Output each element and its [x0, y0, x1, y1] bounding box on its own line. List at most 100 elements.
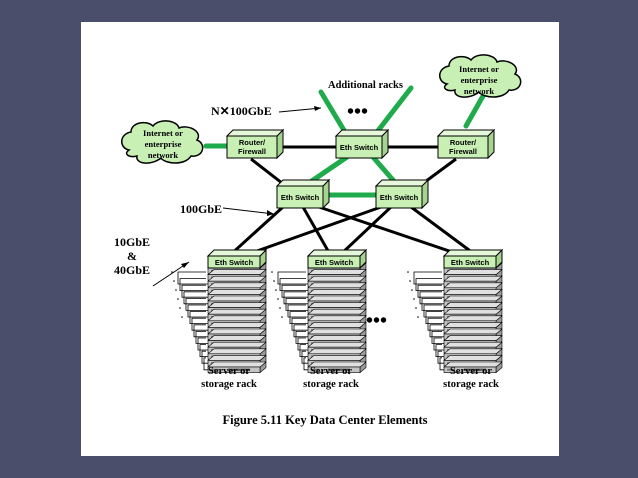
router-left-line1: Router/ [239, 138, 266, 147]
eth-switch-agg-right: Eth Switch [374, 178, 430, 210]
eth-switch-rack-label: Eth Switch [451, 258, 490, 267]
rack-dot [181, 316, 183, 318]
eth-switch-core: Eth Switch [334, 128, 390, 160]
figure-caption: Figure 5.11 Key Data Center Elements [222, 413, 427, 427]
rack-cable [195, 330, 212, 344]
rack2-label-line2: storage rack [303, 379, 359, 390]
rack-cable [177, 271, 212, 285]
rack-cable [183, 291, 212, 305]
internet-left-line1: Internet or [143, 128, 183, 138]
rack-dot [171, 271, 173, 273]
rack-cable [283, 291, 312, 305]
link-agg-left-to-rack3 [318, 205, 465, 258]
rack3-label-line1: Server or [450, 366, 492, 377]
server-rack-1: Eth Switch [171, 248, 268, 374]
router-firewall-right: Router/ Firewall [436, 128, 496, 160]
link-top-switch-up-left [318, 89, 348, 135]
ellipsis-more-racks: ••• [366, 310, 387, 332]
rack-cable [189, 311, 212, 325]
rack-dot [271, 271, 273, 273]
link-agg-left-to-rack1 [227, 205, 285, 258]
rack-cable [185, 297, 212, 311]
rack-dot [175, 289, 177, 291]
arrow-100gbe [222, 207, 275, 215]
rack-dot [275, 289, 277, 291]
rack-cable [197, 337, 212, 351]
rack-cable [277, 271, 312, 285]
rack-cable [417, 284, 448, 298]
rack-cable [179, 278, 212, 292]
router-firewall-left: Router/ Firewall [225, 128, 285, 160]
rack-server [207, 361, 267, 374]
eth-switch-agg-right-label: Eth Switch [380, 193, 419, 202]
internet-cloud-right: Internet or enterprise network [439, 54, 522, 98]
rack2-label-line1: Server or [310, 366, 352, 377]
rack-server [307, 361, 367, 374]
server-rack-2: Eth Switch [271, 248, 368, 374]
eth-switch-rack-label: Eth Switch [215, 258, 254, 267]
router-right-line1: Router/ [450, 138, 477, 147]
rack-cable [415, 278, 448, 292]
rack-dot [409, 280, 411, 282]
rack-cable [187, 304, 212, 318]
rack-dot [413, 298, 415, 300]
rack-cable [297, 337, 312, 351]
rack-cable [201, 350, 212, 364]
link-top-switch-up-right [374, 85, 414, 135]
rack-dot [281, 316, 283, 318]
eth-switch-rack-label: Eth Switch [315, 258, 354, 267]
rack-cable [427, 317, 448, 331]
ellipsis-additional-racks: ••• [347, 101, 368, 123]
rack-cable [193, 324, 212, 338]
internet-left-line3: network [148, 150, 178, 160]
internet-right-line3: network [464, 86, 494, 96]
arrowhead-100gbe [267, 210, 274, 216]
rack-dot [415, 307, 417, 309]
rack-dot [277, 298, 279, 300]
rack-cable [435, 344, 448, 358]
rack-dot [407, 271, 409, 273]
router-left-line2: Firewall [238, 147, 266, 156]
rack-cable [419, 291, 448, 305]
rack-dot [273, 280, 275, 282]
rack-cable [429, 324, 448, 338]
rack-cable [293, 324, 312, 338]
eth-switch-agg-left: Eth Switch [275, 178, 331, 210]
black-links [227, 145, 478, 258]
rack-cable [423, 304, 448, 318]
rack-dot [417, 316, 419, 318]
rack-dot [177, 298, 179, 300]
eth-switch-core-label: Eth Switch [340, 143, 379, 152]
rack-cable [279, 278, 312, 292]
label-100gbe: 100GbE [180, 202, 222, 216]
rack-cable [181, 284, 212, 298]
rack-cable [431, 330, 448, 344]
data-center-diagram: Internet or enterprise network Internet … [114, 54, 522, 427]
rack-cable [437, 350, 448, 364]
link-internet-right-to-router [463, 93, 486, 129]
rack-cable [413, 271, 448, 285]
link-agg-right-to-rack2 [337, 205, 393, 258]
rack-cable [291, 317, 312, 331]
rack-cable [301, 350, 312, 364]
rack-cable [199, 344, 212, 358]
link-agg-right-to-rack3 [410, 205, 478, 258]
label-10gbe: 10GbE [114, 235, 150, 249]
arrow-nx100gbe [278, 107, 322, 113]
internet-cloud-left: Internet or enterprise network [121, 120, 204, 164]
slide: Internet or enterprise network Internet … [81, 22, 559, 456]
eth-switch-rack-1: Eth Switch [206, 248, 268, 270]
rack-dot [179, 307, 181, 309]
rack-cable [289, 311, 312, 325]
eth-switch-rack-3: Eth Switch [442, 248, 504, 270]
eth-switch-agg-left-label: Eth Switch [281, 193, 320, 202]
label-nx100gbe: N✕100GbE [211, 104, 272, 118]
eth-switch-rack-2: Eth Switch [306, 248, 368, 270]
label-additional-racks: Additional racks [328, 80, 403, 91]
server-rack-3: Eth Switch [407, 248, 504, 374]
rack-dot [279, 307, 281, 309]
internet-right-line1: Internet or [459, 64, 499, 74]
rack1-label-line2: storage rack [201, 379, 257, 390]
server-racks: Eth Switch Eth Switch Eth Switch [171, 248, 504, 374]
label-ampersand: & [127, 249, 137, 263]
